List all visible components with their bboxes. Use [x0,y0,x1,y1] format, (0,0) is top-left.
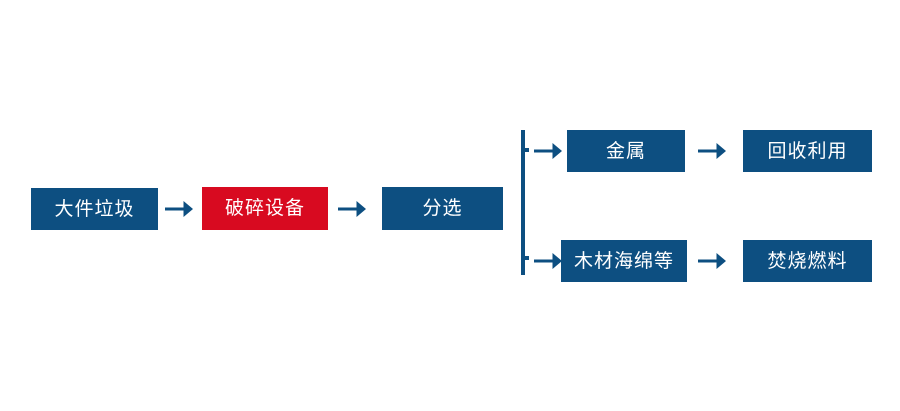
arrow-right-icon-split-to-wood [533,248,563,274]
arrow-right-icon-crusher-to-sorting [337,196,367,222]
node-metal[interactable]: 金属 [567,130,685,172]
node-incineration-fuel[interactable]: 焚烧燃料 [743,240,872,282]
split-connector-line [519,130,535,275]
node-bulky-waste[interactable]: 大件垃圾 [31,188,158,230]
arrow-right-icon-wood-to-fuel [697,248,727,274]
arrow-right-icon-split-to-metal [533,138,563,164]
node-recycling-reuse[interactable]: 回收利用 [743,130,872,172]
node-sorting[interactable]: 分选 [382,187,503,230]
node-wood-sponge-etc[interactable]: 木材海绵等 [561,240,687,282]
arrow-right-icon-bulky-to-crusher [164,196,194,222]
arrow-right-icon-metal-to-recycle [697,138,727,164]
node-crushing-equipment[interactable]: 破碎设备 [202,187,328,230]
